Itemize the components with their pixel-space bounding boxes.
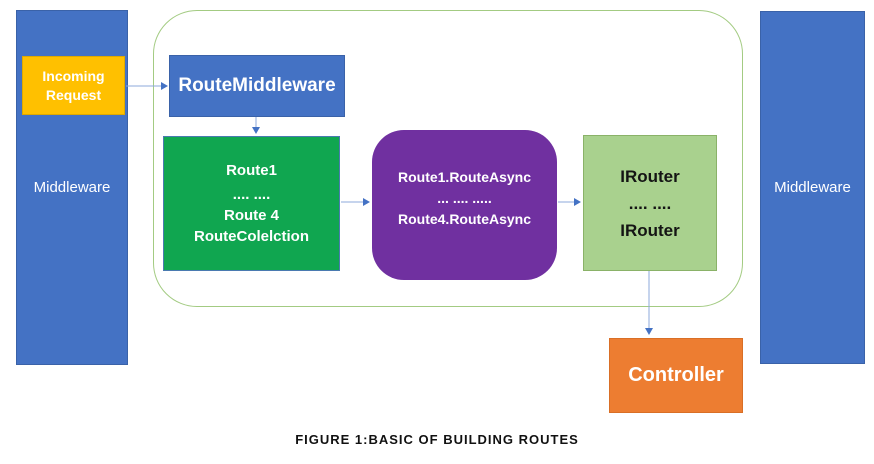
arrow-shaft — [648, 271, 650, 329]
arrow-shaft — [126, 85, 162, 87]
arrow-shaft — [255, 117, 257, 128]
arrow-irouter-to-controller — [644, 271, 654, 335]
arrow-routeasync-to-irouter — [558, 197, 581, 207]
arrow-head-down-icon — [252, 127, 260, 134]
irouter-line1: IRouter — [620, 166, 680, 186]
route-async-line3: Route4.RouteAsync — [397, 210, 532, 227]
route-collection-line1: Route1 — [226, 162, 277, 179]
route-collection-line2: .... .... — [232, 186, 271, 203]
figure-caption: FIGURE 1:BASIC OF BUILDING ROUTES — [295, 432, 579, 447]
controller-label: Controller — [628, 364, 724, 386]
arrow-collection-to-routeasync — [341, 197, 370, 207]
routing-pipeline-container — [153, 10, 743, 307]
route-async-line1: Route1.RouteAsync — [397, 168, 532, 185]
irouter-box: IRouter .... .... IRouter — [583, 135, 717, 271]
right-middleware-box: Middleware — [760, 11, 865, 364]
arrow-head-right-icon — [363, 198, 370, 206]
route-async-box: Route1.RouteAsync ... .... ..... Route4.… — [372, 130, 557, 280]
irouter-line3: IRouter — [620, 220, 680, 240]
route-middleware-box: RouteMiddleware — [169, 55, 345, 117]
route-middleware-label: RouteMiddleware — [178, 75, 336, 96]
right-middleware-label: Middleware — [774, 179, 851, 196]
route-async-line2: ... .... ..... — [437, 189, 492, 206]
irouter-line2: .... .... — [628, 193, 672, 213]
arrow-routemiddleware-to-collection — [251, 117, 261, 134]
controller-box: Controller — [609, 338, 743, 413]
incoming-request-line2: Request — [45, 86, 102, 103]
arrow-head-right-icon — [574, 198, 581, 206]
incoming-request-box: Incoming Request — [22, 56, 125, 115]
left-middleware-label: Middleware — [33, 179, 111, 196]
arrow-incoming-to-routemiddleware — [126, 81, 168, 91]
arrow-shaft — [341, 201, 364, 203]
arrow-head-right-icon — [161, 82, 168, 90]
arrow-head-down-icon — [645, 328, 653, 335]
route-collection-line4: RouteColelction — [194, 228, 309, 245]
route-collection-box: Route1 .... .... Route 4 RouteColelction — [163, 136, 340, 271]
incoming-request-line1: Incoming — [42, 67, 105, 84]
arrow-shaft — [558, 201, 575, 203]
route-collection-line3: Route 4 — [223, 207, 279, 224]
